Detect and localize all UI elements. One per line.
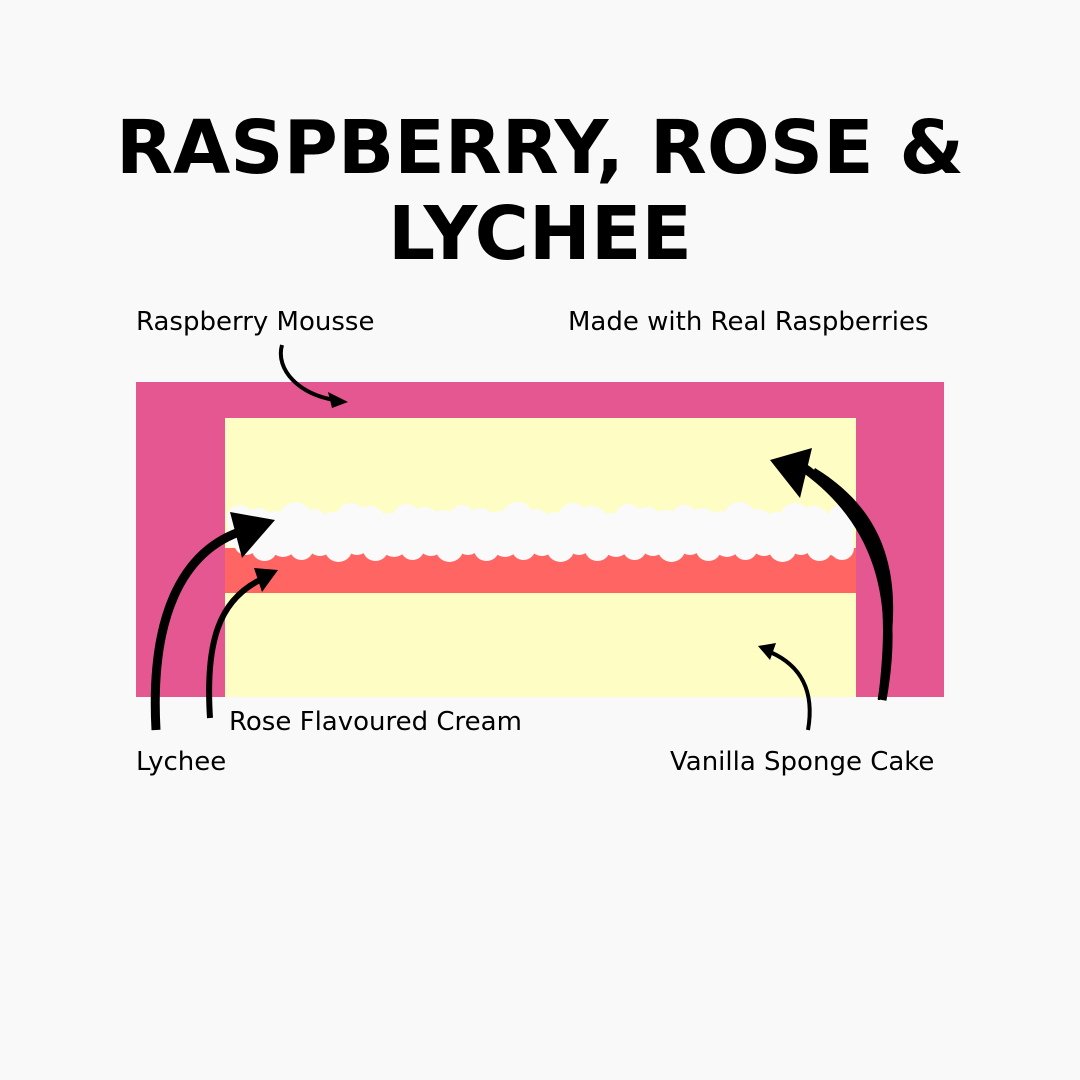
label-lychee: Lychee bbox=[136, 747, 227, 777]
arrow-raspberry-mousse-icon bbox=[278, 344, 348, 408]
arrow-rose-cream-icon bbox=[206, 568, 278, 719]
label-raspberry-mousse: Raspberry Mousse bbox=[136, 307, 375, 337]
label-real-raspberries: Made with Real Raspberries bbox=[568, 307, 929, 337]
label-sponge: Vanilla Sponge Cake bbox=[670, 747, 935, 777]
lychee-piece bbox=[830, 536, 854, 560]
label-rose-cream: Rose Flavoured Cream bbox=[229, 707, 522, 737]
arrow-lychee-icon bbox=[150, 512, 275, 731]
arrow-real-raspberries-icon bbox=[770, 448, 894, 701]
page-title: RASPBERRY, ROSE & LYCHEE bbox=[116, 105, 964, 277]
arrow-sponge-icon bbox=[758, 643, 812, 731]
